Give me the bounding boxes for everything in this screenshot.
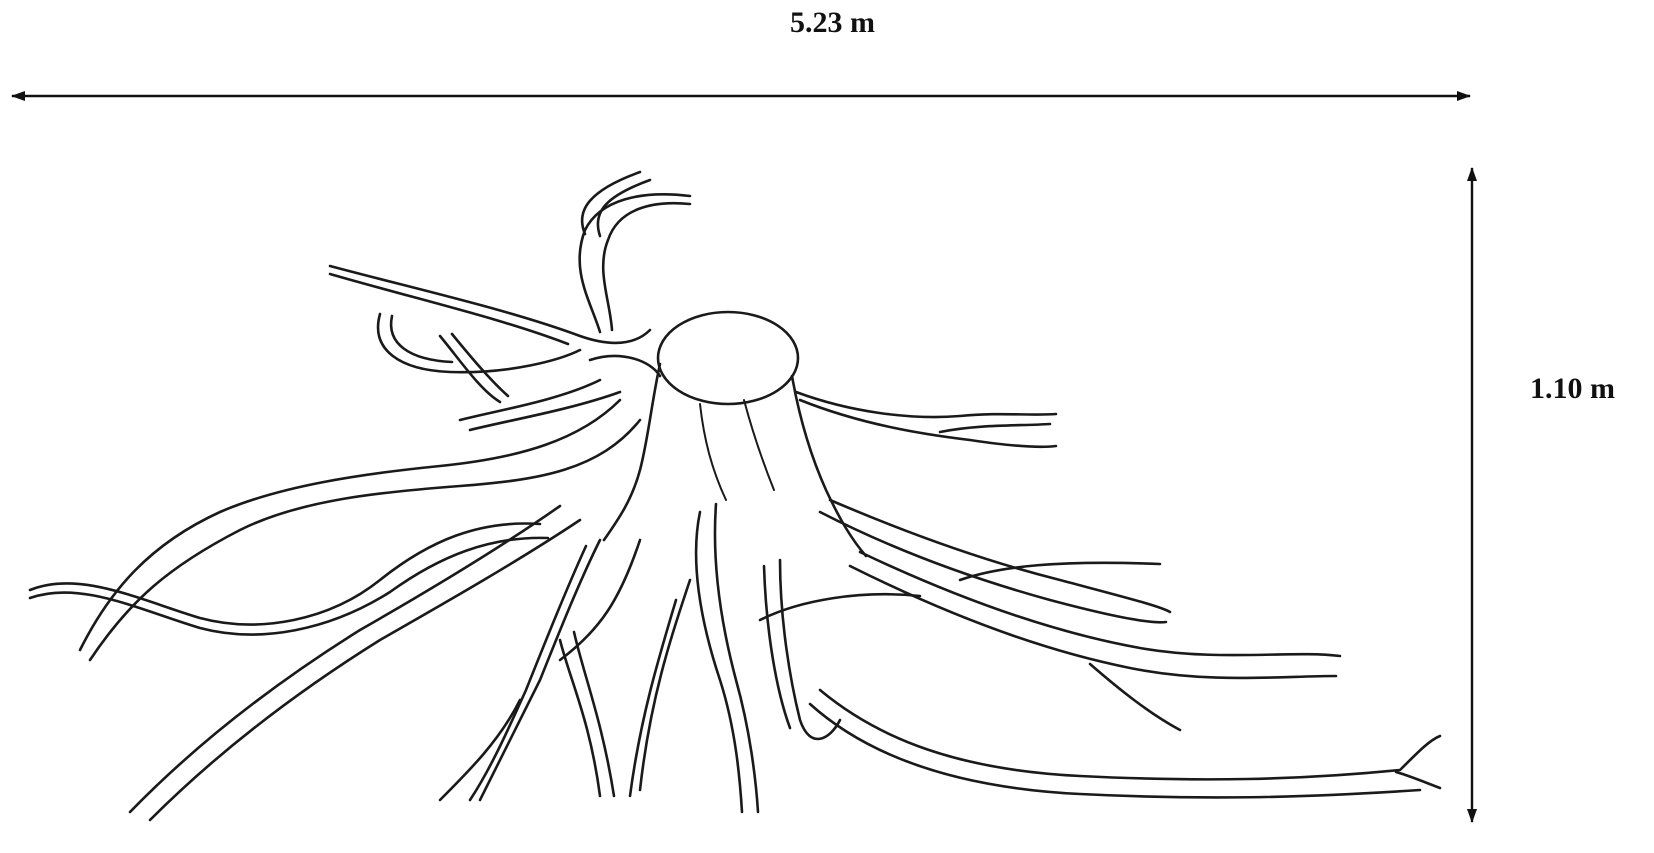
root-left-wavy <box>30 523 540 624</box>
root-system <box>30 172 1440 820</box>
root-upper-left-2 <box>580 194 690 332</box>
root-center-2 <box>780 560 840 739</box>
root-bottom-right <box>820 690 1440 779</box>
root-left-long <box>150 520 580 820</box>
stump-cut-surface <box>658 312 798 404</box>
root-center-1 <box>696 512 742 812</box>
stump-trunk <box>604 364 660 540</box>
root-lower-left-1 <box>480 540 600 800</box>
